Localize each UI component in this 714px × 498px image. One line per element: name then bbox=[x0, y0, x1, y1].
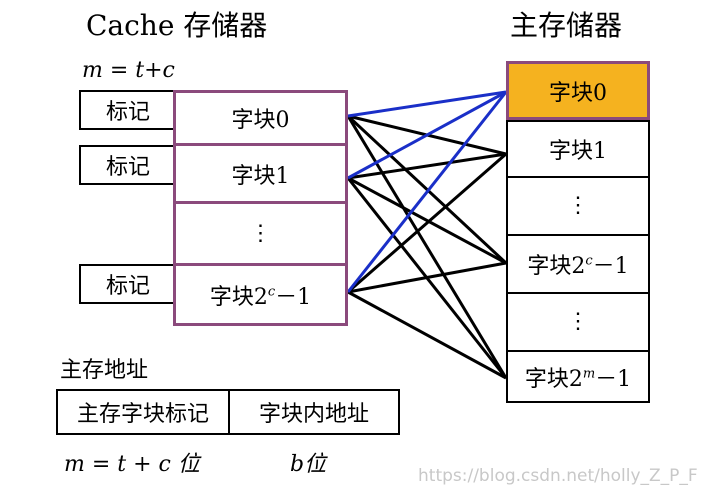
mapping-line-cache3-mem0 bbox=[346, 91, 508, 293]
cache-block-0: 字块0 bbox=[176, 93, 345, 146]
address-field-offset: 字块内地址 bbox=[258, 402, 369, 427]
memory-ellipsis-row-1: ⋮ bbox=[506, 178, 650, 236]
mapping-line-cache1-mem1 bbox=[347, 152, 507, 180]
cache-block-1: 字块1 bbox=[176, 146, 345, 204]
memory-block-2c-minus-1: 字块2c－1 bbox=[506, 236, 650, 294]
address-field-offset-bits: b位 bbox=[290, 452, 327, 477]
mapping-line-cache0-mem0 bbox=[347, 90, 507, 118]
tag-box-0: 标记 bbox=[79, 90, 175, 130]
cache-storage: 字块0 字块1 ⋮ 字块2c－1 bbox=[173, 90, 348, 326]
watermark: https://blog.csdn.net/holly_Z_P_F bbox=[418, 466, 698, 486]
memory-ellipsis-row-2: ⋮ bbox=[506, 294, 650, 352]
memory-block-2m-minus-1-label: 字块2m－1 bbox=[524, 366, 632, 392]
cache-ellipsis-row: ⋮ bbox=[176, 204, 345, 266]
address-title: 主存地址 bbox=[60, 358, 149, 383]
mapping-line-cache1-mem3 bbox=[347, 176, 507, 265]
tag-box-1: 标记 bbox=[79, 145, 175, 185]
mapping-line-cache3-mem5 bbox=[347, 290, 507, 380]
cache-formula: m = t+c bbox=[82, 58, 175, 83]
address-field-block-tag-bits: m = t + c 位 bbox=[64, 452, 200, 477]
cache-title: Cache 存储器 bbox=[86, 9, 268, 42]
memory-ellipsis-2: ⋮ bbox=[567, 309, 589, 334]
cache-block-last: 字块2c－1 bbox=[176, 266, 345, 323]
mapping-line-cache0-mem3 bbox=[346, 114, 508, 265]
cache-block-last-label: 字块2c－1 bbox=[209, 284, 312, 310]
memory-block-2c-minus-1-label: 字块2c－1 bbox=[527, 253, 629, 279]
cache-block-0-label: 字块0 bbox=[231, 108, 290, 133]
mapping-line-cache1-mem0 bbox=[347, 90, 507, 180]
memory-block-0: 字块0 bbox=[506, 61, 650, 120]
mapping-line-cache0-mem5 bbox=[346, 115, 508, 379]
mapping-line-cache3-mem3 bbox=[347, 261, 507, 294]
main-memory-storage: 字块0 字块1 ⋮ 字块2c－1 ⋮ 字块2m－1 bbox=[506, 61, 650, 403]
memory-block-1: 字块1 bbox=[506, 120, 650, 178]
memory-ellipsis-1: ⋮ bbox=[567, 193, 589, 218]
mapping-line-cache3-mem1 bbox=[347, 152, 507, 294]
memory-block-0-label: 字块0 bbox=[549, 80, 607, 106]
address-format: 主存字块标记 字块内地址 bbox=[56, 389, 400, 435]
memory-block-2m-minus-1: 字块2m－1 bbox=[506, 352, 650, 403]
memory-block-1-label: 字块1 bbox=[549, 139, 607, 164]
tag-box-3: 标记 bbox=[79, 264, 175, 304]
cache-block-1-label: 字块1 bbox=[231, 163, 290, 189]
cache-ellipsis: ⋮ bbox=[249, 220, 272, 246]
address-field-block-tag: 主存字块标记 bbox=[58, 391, 230, 433]
main-memory-title: 主存储器 bbox=[510, 9, 623, 42]
